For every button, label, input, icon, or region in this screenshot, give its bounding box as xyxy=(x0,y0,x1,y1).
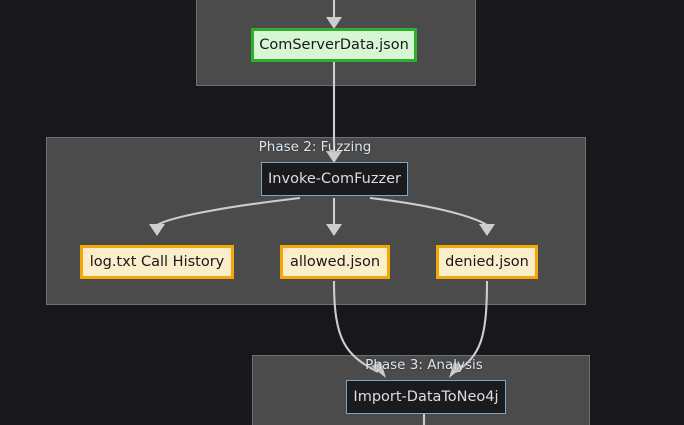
node-import-data-to-neo4j[interactable]: Import-DataToNeo4j xyxy=(346,380,506,414)
node-log-txt-call-history[interactable]: log.txt Call History xyxy=(80,245,234,279)
node-invoke-comfuzzer[interactable]: Invoke-ComFuzzer xyxy=(261,162,408,196)
phase-2-label: Phase 2: Fuzzing xyxy=(258,139,372,155)
phase-3-label: Phase 3: Analysis xyxy=(365,357,483,373)
node-denied-json[interactable]: denied.json xyxy=(436,245,538,279)
node-allowed-json[interactable]: allowed.json xyxy=(280,245,390,279)
node-com-server-data[interactable]: ComServerData.json xyxy=(251,28,417,62)
